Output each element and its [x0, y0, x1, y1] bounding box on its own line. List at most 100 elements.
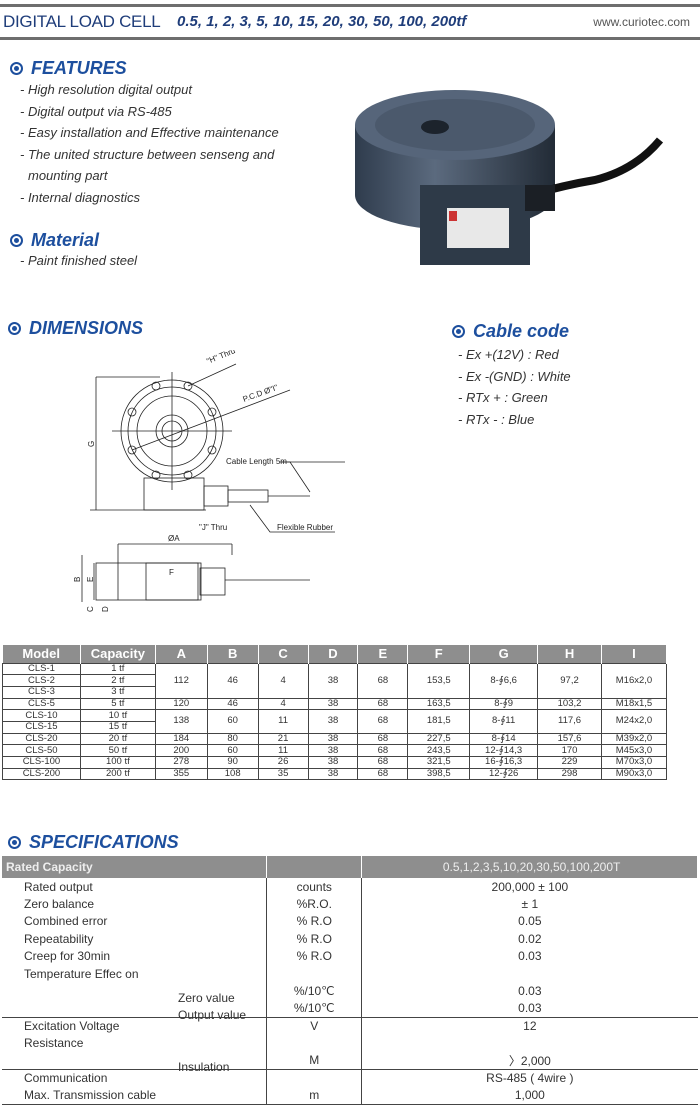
spec-value: 200,000 ± 100 — [361, 878, 698, 896]
value-cell: 12-∮26 — [469, 767, 539, 781]
spec-sublabel: Insulation — [178, 1060, 230, 1075]
spec-label: Combined error — [24, 914, 108, 929]
spec-label-cell: Zero balance — [2, 895, 267, 912]
value-cell: 138 — [154, 709, 208, 734]
value-cell: M45x3,0 — [600, 744, 668, 757]
column-header: D — [308, 645, 359, 663]
spec-value: 1,000 — [361, 1086, 698, 1105]
capacity-cell: 20 tf — [79, 732, 156, 746]
spec-value: 0.03 — [361, 999, 698, 1018]
value-cell: 46 — [206, 697, 259, 711]
cable-code-list: - Ex +(12V) : Red- Ex -(GND) : White- RT… — [458, 344, 571, 430]
value-cell: M70x3,0 — [600, 756, 668, 769]
value-cell: 8-∮11 — [469, 709, 539, 734]
column-header: B — [207, 645, 259, 663]
spec-unit: counts — [266, 878, 362, 896]
value-cell: 8-∮9 — [469, 697, 539, 711]
value-cell: 227,5 — [407, 732, 471, 746]
spec-header-cell: Rated Capacity — [2, 856, 268, 878]
value-cell: 181,5 — [407, 709, 471, 734]
list-item: - Paint finished steel — [20, 253, 138, 268]
value-cell: 8-∮14 — [469, 732, 539, 746]
spec-value: 12 — [361, 1017, 698, 1035]
value-cell: 16-∮16,3 — [469, 756, 539, 769]
label-cable-length: Cable Length 5m — [226, 457, 287, 466]
spec-header-cell: 0.5,1,2,3,5,10,20,30,50,100,200T — [361, 856, 698, 878]
capacity-cell: 200 tf — [79, 767, 156, 781]
value-cell: 60 — [206, 744, 259, 757]
features-heading: FEATURES — [10, 58, 127, 79]
features-heading-text: FEATURES — [31, 58, 127, 78]
website-url[interactable]: www.curiotec.com — [593, 15, 690, 29]
value-cell: 68 — [357, 756, 409, 769]
material-list: - Paint finished steel — [20, 250, 137, 272]
value-cell: 153,5 — [407, 662, 471, 699]
spec-value: 0.03 — [361, 982, 698, 1000]
header-rule-top — [0, 4, 700, 7]
value-cell: 68 — [357, 732, 409, 746]
value-cell: 38 — [307, 732, 359, 746]
load-cell-photo — [355, 90, 664, 265]
spec-label: Creep for 30min — [24, 949, 111, 964]
spec-label-cell: Max. Transmission cable — [2, 1086, 267, 1105]
value-cell: 60 — [206, 709, 259, 734]
features-list: - High resolution digital output- Digita… — [20, 79, 279, 208]
spec-label: Zero balance — [24, 897, 95, 912]
spec-label-cell: Temperature Effec on — [2, 965, 267, 982]
spec-label-cell: Zero value — [2, 982, 267, 1005]
cable-code-heading-text: Cable code — [473, 321, 570, 341]
list-item: - Internal diagnostics — [20, 189, 140, 205]
label-e: E — [86, 577, 95, 582]
bullet-icon — [8, 836, 21, 849]
model-cell: CLS-2 — [2, 674, 81, 687]
value-cell: 80 — [206, 732, 259, 746]
value-cell: 355 — [154, 767, 208, 781]
label-f: F — [169, 568, 174, 577]
value-cell: 38 — [307, 744, 359, 757]
spec-unit: % R.O — [266, 930, 362, 948]
value-cell: M39x2,0 — [600, 732, 668, 746]
spec-unit: m — [266, 1086, 362, 1105]
value-cell: 170 — [537, 744, 602, 757]
spec-label-cell: Communication — [2, 1069, 267, 1086]
value-cell: 46 — [206, 662, 259, 699]
label-pcd: P.C.D Ø"I" — [242, 383, 280, 404]
value-cell: 68 — [357, 744, 409, 757]
list-item: - RTx - : Blue — [458, 411, 535, 427]
header-rule-bottom — [0, 37, 700, 40]
spec-label: Excitation Voltage — [24, 1019, 120, 1034]
value-cell: 97,2 — [537, 662, 602, 699]
capacity-cell: 10 tf — [79, 709, 156, 722]
model-cell: CLS-1 — [2, 662, 81, 676]
spec-unit: % R.O — [266, 912, 362, 931]
spec-label: Rated output — [24, 879, 93, 894]
label-a: ØA — [168, 534, 180, 543]
specifications-table: Rated Capacity 0.5,1,2,3,5,10,20,30,50,10… — [2, 856, 698, 1105]
value-cell: M18x1,5 — [600, 697, 668, 711]
spec-label-cell: Rated output — [2, 878, 267, 895]
capacity-range: 0.5, 1, 2, 3, 5, 10, 15, 20, 30, 50, 100… — [177, 13, 467, 30]
value-cell: 298 — [537, 767, 602, 781]
value-cell: 398,5 — [407, 767, 471, 781]
value-cell: 38 — [307, 662, 359, 699]
capacity-cell: 2 tf — [79, 674, 156, 687]
spec-value: 0.02 — [361, 930, 698, 948]
value-cell: 4 — [257, 697, 309, 711]
specifications-heading: SPECIFICATIONS — [8, 832, 179, 853]
list-item: - High resolution digital output — [20, 82, 192, 97]
column-header: I — [601, 645, 668, 663]
model-cell: CLS-200 — [2, 767, 81, 781]
spec-value: ± 1 — [361, 895, 698, 913]
model-cell: CLS-50 — [2, 744, 81, 757]
value-cell: 243,5 — [407, 744, 471, 757]
